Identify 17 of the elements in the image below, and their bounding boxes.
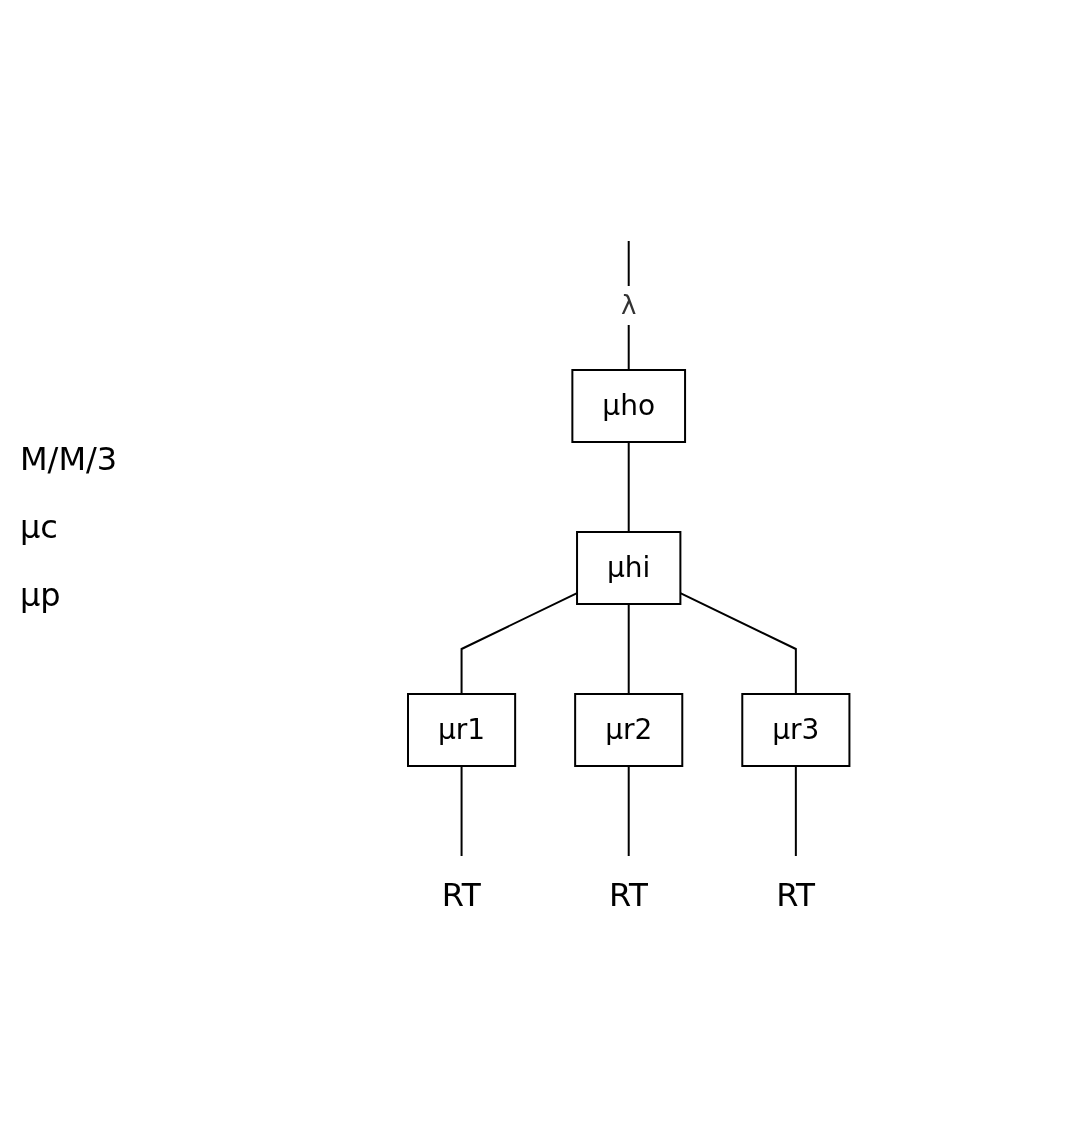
annotation-label: μc (20, 508, 59, 546)
edge-label: λ (620, 289, 637, 320)
annotation-label: μp (20, 576, 62, 614)
node-text: RT (608, 875, 649, 914)
annotation-label: M/M/3 (20, 440, 119, 478)
node-box: μr3 (741, 692, 851, 767)
connector (794, 764, 797, 857)
node-box: μr2 (573, 692, 684, 767)
connector (627, 602, 630, 695)
connector (460, 764, 463, 857)
node-box: μr1 (406, 692, 516, 767)
connector (627, 764, 630, 857)
node-text: RT (775, 875, 816, 914)
node-box: μho (571, 368, 686, 443)
connector (627, 440, 630, 533)
node-text: RT (441, 875, 482, 914)
node-box: μhi (575, 530, 682, 605)
